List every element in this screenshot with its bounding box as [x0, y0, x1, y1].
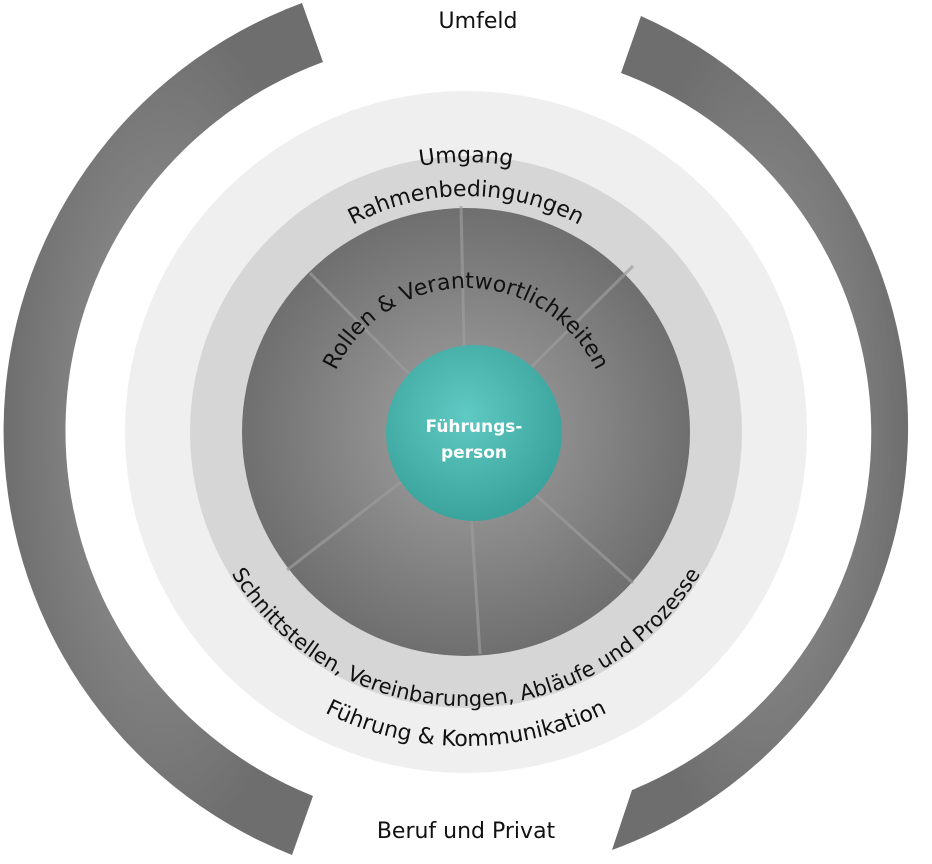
outer-arc-right	[612, 16, 909, 850]
outer-arc-left	[3, 3, 323, 855]
label-umfeld: Umfeld	[439, 9, 518, 34]
label-beruf-und-privat: Beruf und Privat	[377, 819, 556, 844]
core-label-line1: Führungs-	[426, 417, 523, 437]
label-umgang: Umgang	[417, 143, 515, 172]
core-circle	[386, 345, 562, 521]
core-label-line2: person	[441, 443, 507, 463]
